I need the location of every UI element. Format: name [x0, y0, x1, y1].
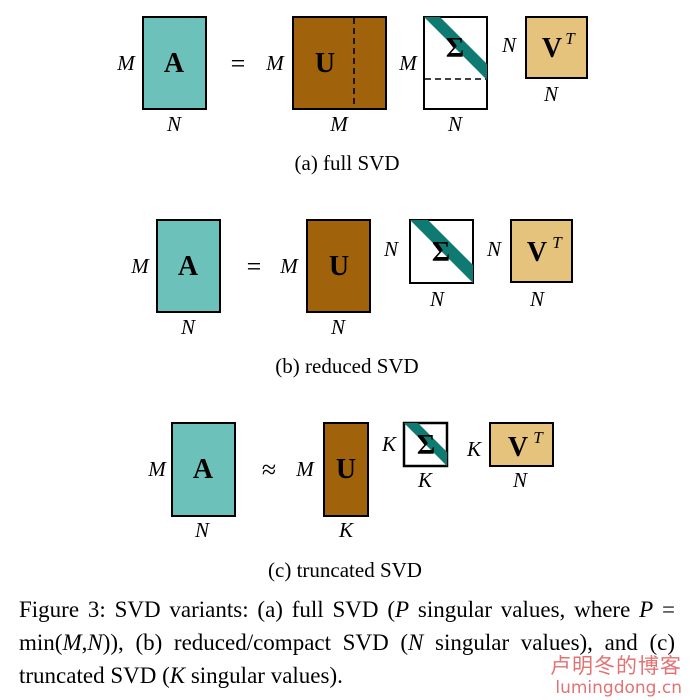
caption-text: singular values, where: [409, 597, 640, 622]
matrix-u-symbol: U: [315, 48, 335, 79]
matrix-sigma-bottom-dim: K: [417, 468, 433, 492]
caption-text: Figure 3: SVD variants: (a) full SVD (: [19, 597, 395, 622]
matrix-u-left-dim: M: [279, 254, 299, 278]
matrix-sigma-bottom-dim: N: [429, 287, 445, 311]
matrix-a-bottom-dim: N: [194, 518, 210, 542]
matrix-vt-symbol: V: [508, 432, 528, 463]
matrix-a-symbol: A: [164, 48, 185, 79]
matrix-sigma-left-dim: N: [383, 237, 399, 261]
watermark-title: 卢明冬的博客: [550, 654, 682, 678]
panel-reduced-svd: A M N = U M N Σ N N V T N N (b) reduced …: [130, 219, 573, 378]
matrix-u-symbol: U: [336, 454, 356, 485]
sigma-diagonal-band: [410, 220, 473, 283]
matrix-sigma-symbol: Σ: [446, 33, 464, 64]
matrix-vt-superscript: T: [552, 233, 563, 252]
matrix-u-bottom-dim: N: [330, 315, 346, 339]
matrix-sigma-symbol: Σ: [432, 237, 450, 268]
matrix-a-left-dim: M: [147, 457, 167, 481]
matrix-a-symbol: A: [193, 454, 214, 485]
watermark-url: lumingdong.cn: [555, 678, 682, 698]
watermark: 卢明冬的博客 lumingdong.cn: [550, 650, 682, 698]
matrix-vt-bottom-dim: N: [529, 287, 545, 311]
caption-var: M: [62, 630, 82, 655]
svd-diagram: A M N = U M M Σ M N V T N N (a) full SVD…: [116, 16, 588, 582]
relation-symbol: ≈: [262, 455, 276, 484]
panel-truncated-svd: A M N ≈ U M K Σ K K V T K N (c) truncate…: [147, 421, 554, 582]
caption-var: K: [169, 663, 186, 688]
matrix-a-left-dim: M: [116, 51, 136, 75]
matrix-a: [142, 16, 207, 110]
matrix-vt: [525, 16, 588, 79]
matrix-u: [323, 422, 369, 517]
caption-text: ,: [81, 630, 88, 655]
caption-text: = min(: [19, 597, 675, 655]
matrix-u: [292, 16, 387, 110]
matrix-a-bottom-dim: N: [180, 315, 196, 339]
matrix-u-left-dim: M: [295, 457, 315, 481]
matrix-vt-symbol: V: [542, 33, 562, 64]
caption-var: P: [639, 597, 654, 622]
relation-symbol: =: [231, 49, 246, 78]
caption-text: singular values).: [185, 663, 343, 688]
matrix-a: [156, 219, 221, 313]
sigma-diagonal-band: [404, 423, 447, 466]
matrix-vt-left-dim: K: [466, 437, 482, 461]
matrix-a: [171, 422, 236, 517]
matrix-vt-superscript: T: [565, 29, 576, 48]
caption-text: singular values), and (c) truncated SVD …: [19, 630, 675, 688]
panel-full-svd: A M N = U M M Σ M N V T N N (a) full SVD: [116, 16, 588, 175]
matrix-u-left-dim: M: [265, 51, 285, 75]
matrix-u-symbol: U: [329, 251, 349, 282]
matrix-sigma-bottom-dim: N: [447, 112, 463, 136]
matrix-vt: [510, 219, 573, 283]
relation-symbol: =: [247, 252, 262, 281]
caption-var: N: [87, 630, 103, 655]
matrix-vt-bottom-dim: N: [512, 468, 528, 492]
sigma-diagonal-band: [424, 17, 487, 80]
matrix-vt-bottom-dim: N: [543, 82, 559, 106]
caption-var: P: [395, 597, 410, 622]
matrix-vt-left-dim: N: [501, 33, 517, 57]
matrix-u: [306, 219, 371, 313]
matrix-sigma-symbol: Σ: [417, 430, 435, 461]
figure-caption: Figure 3: SVD variants: (a) full SVD (P …: [19, 593, 675, 692]
matrix-sigma-left-dim: M: [398, 51, 418, 75]
caption-text: )), (b) reduced/compact SVD (: [102, 630, 408, 655]
caption-var: N: [408, 630, 424, 655]
matrix-a-bottom-dim: N: [166, 112, 182, 136]
matrix-vt-superscript: T: [533, 428, 544, 447]
matrix-vt-left-dim: N: [486, 237, 502, 261]
matrix-vt-symbol: V: [527, 237, 547, 268]
matrix-sigma-left-dim: K: [381, 432, 397, 456]
matrix-a-symbol: A: [178, 251, 199, 282]
matrix-u-bottom-dim: M: [329, 112, 349, 136]
matrix-u-bottom-dim: K: [338, 518, 354, 542]
subcaption-b: (b) reduced SVD: [275, 354, 418, 378]
matrix-vt: [489, 422, 554, 467]
subcaption-a: (a) full SVD: [295, 151, 400, 175]
matrix-a-left-dim: M: [130, 254, 150, 278]
subcaption-c: (c) truncated SVD: [268, 558, 422, 582]
